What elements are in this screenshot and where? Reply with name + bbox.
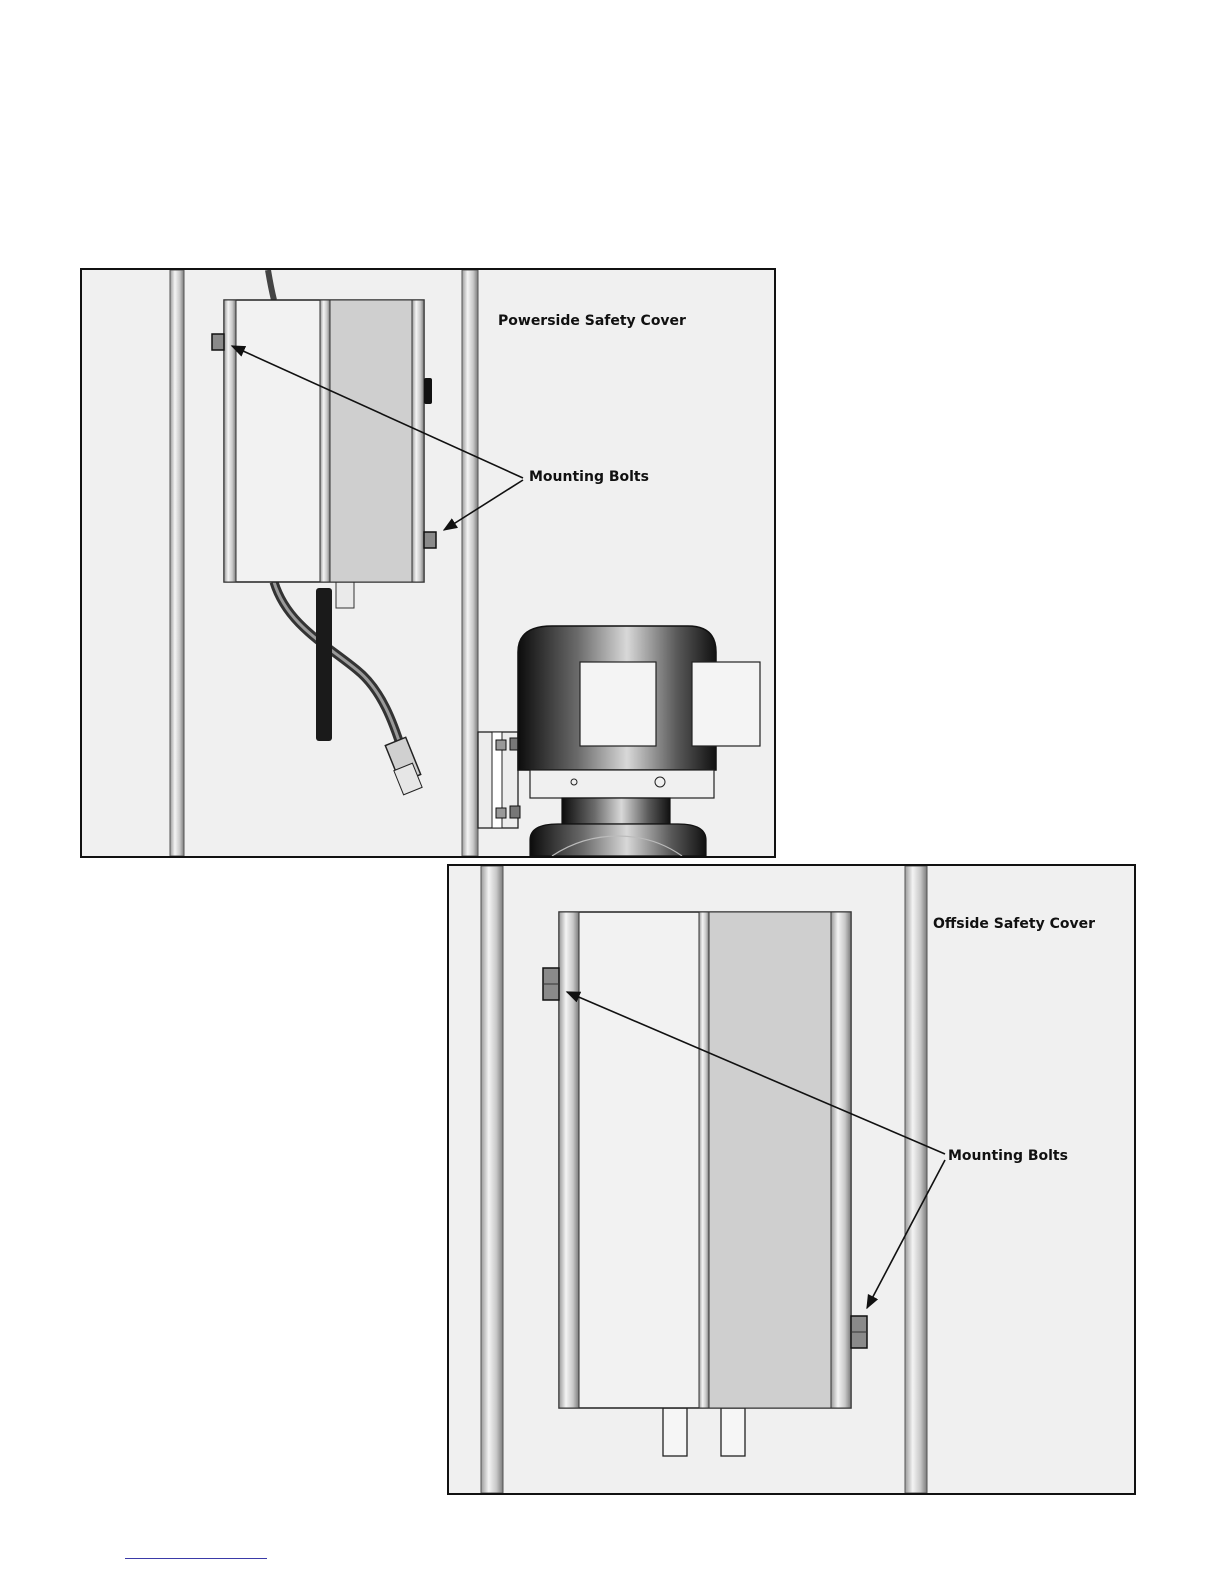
offside-mounting-bolts-label: Mounting Bolts [948, 1149, 1068, 1163]
bottom-pipe-right [721, 1408, 745, 1456]
hose-fitting [385, 737, 422, 794]
powerside-mounting-bolts-label: Mounting Bolts [529, 470, 649, 484]
powerside-safety-cover-figure: Powerside Safety Cover Mounting Bolts [80, 268, 776, 858]
mounting-bolt-upper [212, 334, 224, 350]
mounting-bolt-lower [424, 532, 436, 548]
electric-motor [518, 626, 760, 856]
offside-illustration [449, 866, 1134, 1493]
footer-rule [125, 1558, 267, 1559]
powerside-figure-title: Powerside Safety Cover [498, 314, 686, 328]
column-rail-right [905, 866, 927, 1493]
column-rail-left [481, 866, 503, 1493]
cover-bracket [336, 580, 354, 608]
column-rail-right [462, 270, 478, 856]
column-rail-left [170, 270, 184, 856]
powerside-illustration [82, 270, 774, 856]
offside-figure-title: Offside Safety Cover [933, 917, 1095, 931]
mounting-bolt-lower [851, 1316, 867, 1348]
motor-mount-bracket [478, 732, 520, 828]
safety-cover [224, 300, 432, 582]
mounting-bolt-upper [543, 968, 559, 1000]
black-rod [316, 588, 332, 741]
bottom-pipe-left [663, 1408, 687, 1456]
safety-cover [559, 912, 851, 1408]
offside-safety-cover-figure: Offside Safety Cover Mounting Bolts [447, 864, 1136, 1495]
top-hose [268, 270, 274, 300]
